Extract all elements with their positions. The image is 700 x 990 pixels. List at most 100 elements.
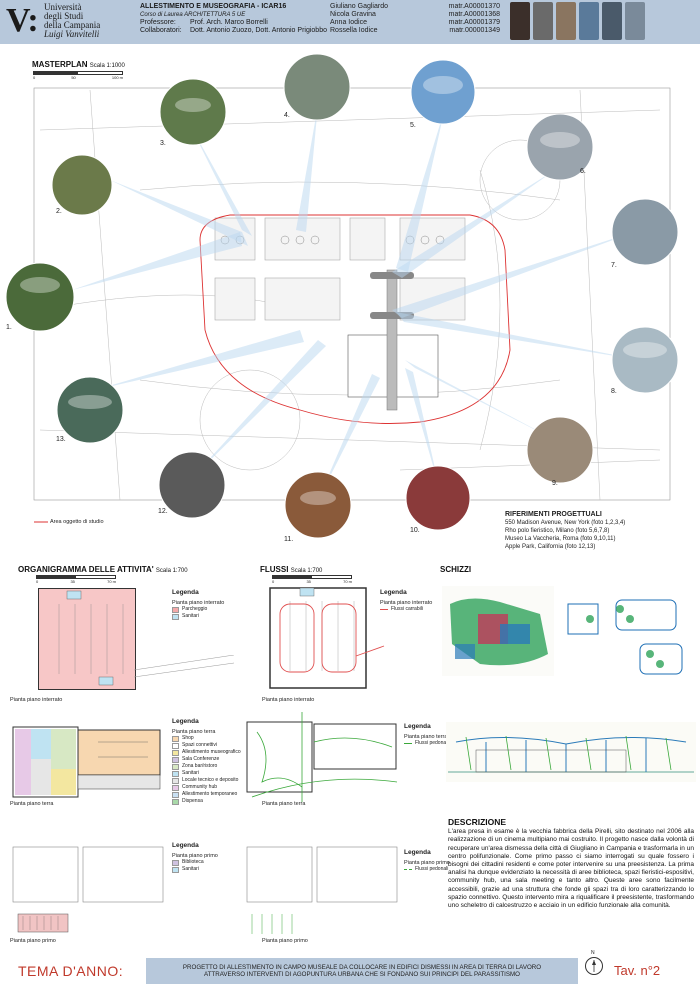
- photo-label: 9.: [552, 480, 558, 487]
- legend-item: Locale tecnico e deposito: [172, 777, 241, 784]
- university-logo: V:: [6, 2, 39, 39]
- legend-item: Parcheggio: [172, 606, 224, 613]
- north-arrow-icon: [585, 957, 603, 975]
- flussi-plan-primo: [246, 846, 398, 934]
- legend-swatch: [172, 798, 179, 805]
- legend-item: Sanitari: [172, 770, 241, 777]
- professor-label: Professore:: [140, 19, 176, 26]
- organigramma-legend-title: Legenda: [172, 589, 199, 596]
- sketch-plans: [442, 586, 689, 679]
- student-name: Nicola Gravina: [330, 11, 376, 18]
- uni-line-2: degli Studi: [44, 11, 84, 21]
- photo-label: 6.: [580, 168, 586, 175]
- photo-circle-4: [283, 53, 351, 121]
- scale-bar-labels: 0 35 70 m: [272, 579, 352, 584]
- schizzi-title: SCHIZZI: [440, 565, 472, 574]
- uni-line-3: della Campania: [44, 20, 101, 30]
- uni-line-4: Luigi Vanvitelli: [44, 29, 100, 39]
- student-matr: matr.A00001368: [448, 11, 500, 18]
- student-matr: matr.A00001379: [448, 19, 500, 26]
- masterplan-trees: [220, 235, 445, 245]
- legend-label: Flussi pedonali: [415, 740, 449, 746]
- professor-name: Prof. Arch. Marco Borrelli: [190, 19, 268, 26]
- course-subtitle: Corso di Laurea ARCHITETTURA 5 UE: [140, 12, 246, 18]
- flussi-legend-terra: Pianta piano terra Flussi pedonali: [404, 734, 448, 747]
- student-photo: [579, 2, 599, 40]
- photo-label: 12.: [158, 508, 168, 515]
- legend-swatch: [172, 777, 179, 784]
- flussi-legend-title: Legenda: [380, 589, 407, 596]
- scale-bar-labels: 0 50 100 m: [33, 75, 123, 80]
- organigramma-plan-primo: [12, 846, 164, 933]
- tema-anno-box: PROGETTO DI ALLESTIMENTO IN CAMPO MUSEAL…: [146, 958, 578, 984]
- student-photo: [625, 2, 645, 40]
- organigramma-legend-primo: Pianta piano primo Biblioteca Sanitari: [172, 853, 218, 873]
- collaborators-names: Dott. Antonio Zuozo, Dott. Antonio Prigi…: [190, 27, 327, 34]
- legend-swatch: [172, 613, 179, 620]
- legend-line: [380, 609, 388, 610]
- riferimento-item: Museo La Vaccheria, Roma (foto 9,10,11): [505, 536, 616, 542]
- student-photo: [556, 2, 576, 40]
- parking-grid: [58, 590, 124, 686]
- photo-circle-9: [526, 416, 594, 484]
- photo-circle-8: [611, 326, 679, 394]
- legend-swatch: [172, 763, 179, 770]
- scale-mark: 0: [36, 579, 39, 584]
- legend-item: Flussi pedonali: [404, 740, 448, 747]
- photo-circle-2: [51, 154, 113, 216]
- flussi-title-text: FLUSSI: [260, 565, 289, 574]
- scale-mark: 0: [272, 579, 275, 584]
- legend-item: Spazi connettivi: [172, 742, 241, 749]
- collaborators-row: Collaboratori:Dott. Antonio Zuozo, Dott.…: [140, 27, 330, 35]
- course-info: ALLESTIMENTO E MUSEOGRAFIA - ICAR16 Cors…: [140, 3, 330, 35]
- tavola-number: Tav. n°2: [614, 963, 661, 978]
- descrizione-text: L'area presa in esame è la vecchia fabbr…: [448, 828, 694, 910]
- legend-swatch: [172, 770, 179, 777]
- organigramma-title: ORGANIGRAMMA DELLE ATTIVITA' Scala 1:700: [18, 565, 188, 574]
- photo-label: 8.: [611, 388, 617, 395]
- descrizione-title: DESCRIZIONE: [448, 817, 507, 827]
- photo-label: 13.: [56, 436, 66, 443]
- walkway-node: [370, 312, 414, 319]
- student-photo: [510, 2, 530, 40]
- student-matr: matr.000001349: [449, 27, 500, 34]
- walkway-node: [370, 272, 414, 279]
- flussi-scale-bar: 0 35 70 m: [272, 575, 352, 584]
- student-row: Nicola Gravina matr.A00001368: [330, 11, 500, 19]
- legend-head: Pianta piano terra: [404, 734, 448, 740]
- legend-swatch: [172, 742, 179, 749]
- flussi-legend-primo: Pianta piano primo Flussi pedonali: [404, 860, 450, 873]
- legend-head: Pianta piano interrato: [380, 600, 433, 606]
- flussi-plan-terra: [246, 712, 398, 802]
- scale-bar-graphic: [36, 575, 116, 579]
- legend-label: Flussi carrabili: [391, 606, 423, 612]
- photo-circle-12: [158, 451, 226, 519]
- professor-row: Professore: Prof. Arch. Marco Borrelli: [140, 19, 330, 27]
- legend-item: Community hub: [172, 784, 241, 791]
- scale-bar-labels: 0 35 70 m: [36, 579, 116, 584]
- walkway: [386, 269, 398, 411]
- sketch-section: [446, 722, 696, 782]
- flussi-title: FLUSSI Scala 1:700: [260, 565, 322, 574]
- organigramma-title-text: ORGANIGRAMMA DELLE ATTIVITA': [18, 565, 154, 574]
- course-title: ALLESTIMENTO E MUSEOGRAFIA - ICAR16: [140, 3, 287, 10]
- north-arrow-graphic: [592, 960, 596, 972]
- legend-item: Flussi carrabili: [380, 606, 432, 613]
- photo-label: 2.: [56, 208, 62, 215]
- scale-mark: 70 m: [107, 579, 116, 584]
- legend-item: Allestimento museografico: [172, 749, 241, 756]
- reference-photos: [5, 53, 679, 539]
- legend-label: Zona bar/ristoro: [182, 763, 218, 769]
- flussi-legend-title: Legenda: [404, 849, 431, 856]
- legend-item: Flussi pedonali: [404, 866, 450, 873]
- photo-circle-7: [611, 198, 679, 266]
- legend-label: Parcheggio: [182, 606, 208, 612]
- masterplan-scale-bar: 0 50 100 m: [33, 71, 123, 80]
- scale-mark: 50: [71, 75, 76, 80]
- photo-circle-3: [159, 78, 227, 146]
- photo-circle-6: [526, 113, 594, 181]
